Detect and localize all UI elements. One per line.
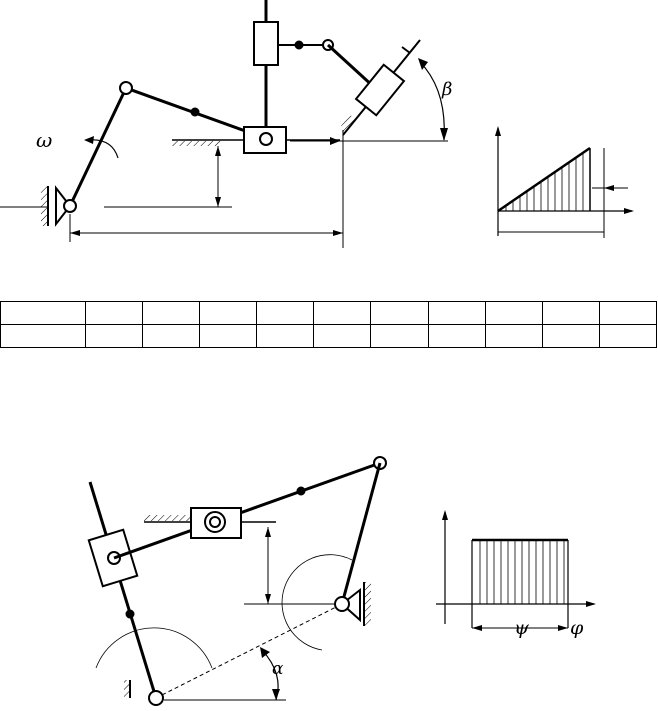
- table-cell: [427, 324, 486, 348]
- inclined-slider-block: [354, 63, 406, 117]
- bottom-force-graph: ψ φ: [436, 510, 596, 639]
- table-cell: [199, 324, 258, 348]
- bottom-left-pivot: [148, 690, 164, 706]
- upper-coupler-dot: [296, 486, 306, 496]
- table-cell: [84, 324, 144, 348]
- table-cell: [313, 324, 372, 348]
- bottom-left-hatch: [124, 680, 130, 698]
- joint-dot: [294, 40, 304, 50]
- upper-coupler: [113, 461, 381, 560]
- rect-hatch: [479, 540, 565, 604]
- table-row: [0, 301, 658, 325]
- table-cell: [541, 324, 600, 348]
- slider-pin: [259, 132, 273, 146]
- inclined-guide-long: [88, 481, 158, 699]
- alpha-arrowhead-top: [260, 647, 270, 658]
- crank-pivot: [63, 199, 77, 213]
- table-cell: [484, 301, 543, 325]
- table-cell: [0, 301, 86, 325]
- graph-x-arrowhead: [624, 208, 634, 214]
- ref-arrowhead: [330, 137, 340, 145]
- phi-label: φ: [570, 617, 584, 639]
- bottom-graph-y-arrowhead: [442, 510, 448, 520]
- top-mechanism: ω β: [0, 0, 452, 248]
- bottom-mechanism: α: [87, 456, 387, 706]
- crank-joint: [119, 81, 133, 95]
- ground-hatch: [41, 186, 48, 226]
- top-force-graph: [495, 126, 634, 238]
- right-ground-hatch: [364, 582, 371, 626]
- table-cell: [199, 301, 258, 325]
- graph-marker-arrow: [604, 185, 614, 191]
- table-row: [0, 324, 658, 348]
- table-cell: [427, 301, 486, 325]
- omega-label: ω: [36, 128, 52, 152]
- table-cell: [313, 301, 372, 325]
- bottom-slider-pin-inner: [209, 516, 221, 528]
- beta-label: β: [441, 79, 452, 100]
- dashed-line: [155, 603, 343, 699]
- right-pivot: [334, 596, 350, 612]
- coupler-mid-dot: [190, 107, 200, 117]
- inclined-guide-hatch: [341, 115, 358, 135]
- crank-link: [68, 87, 128, 207]
- table-cell: [0, 324, 86, 348]
- bottom-dim-arrow-up: [265, 527, 271, 537]
- guide-tick: [401, 46, 411, 54]
- alpha-arrowhead-bottom: [272, 689, 280, 700]
- right-ground-support: [340, 587, 361, 623]
- dim-arrow-up: [215, 146, 221, 156]
- omega-arrowhead: [84, 136, 94, 144]
- table-cell: [256, 301, 315, 325]
- right-rocker: [340, 462, 382, 605]
- alpha-label: α: [272, 659, 284, 679]
- bottom-graph-x-arrowhead: [586, 601, 596, 607]
- graph-y-arrowhead: [495, 126, 501, 136]
- table-cell: [598, 301, 658, 325]
- table-cell: [256, 324, 315, 348]
- bottom-dim-arrow-down: [265, 594, 271, 604]
- bottom-guide-hatch: [144, 515, 190, 521]
- beta-arrowhead-top: [418, 58, 428, 70]
- upper-slider-block: [253, 21, 279, 66]
- table-cell: [370, 324, 429, 348]
- table-cell: [84, 301, 144, 325]
- parameter-table: [0, 301, 658, 348]
- guide-hatch-top: [172, 141, 222, 146]
- psi-arrow-left: [472, 625, 482, 631]
- dim-span-arrow-right: [333, 230, 343, 236]
- dashed-circle-right: [281, 554, 353, 651]
- beta-arrowhead-bottom: [440, 128, 448, 141]
- ramp-hatch: [505, 153, 584, 211]
- table-cell: [370, 301, 429, 325]
- table-cell: [541, 301, 600, 325]
- psi-arrow-right: [558, 625, 568, 631]
- rocker-link: [326, 43, 377, 90]
- table-cell: [484, 324, 543, 348]
- lower-guide-dot: [125, 609, 135, 619]
- graph-ramp: [497, 146, 591, 213]
- table-cell: [142, 301, 201, 325]
- dim-arrow-down: [215, 197, 221, 207]
- table-cell: [598, 324, 658, 348]
- psi-label: ψ: [514, 617, 530, 639]
- table-cell: [142, 324, 201, 348]
- dashed-circle-left: [95, 627, 213, 669]
- dim-span-arrow-left: [70, 230, 80, 236]
